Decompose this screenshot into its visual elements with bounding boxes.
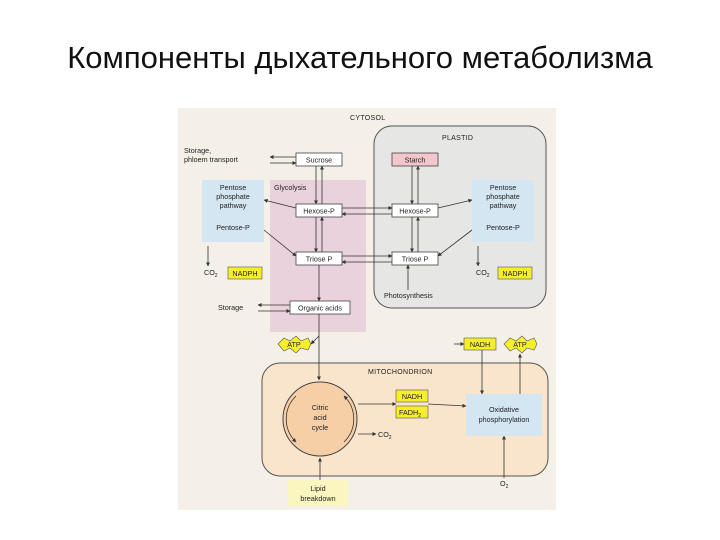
pathway-arrows	[206, 155, 522, 480]
pentose-p-label-cytosol: Pentose-P	[216, 223, 250, 232]
citric-label-2: acid	[313, 413, 326, 422]
arrow-pentose-triose-right	[437, 229, 473, 257]
arrow-nadh-oxidative	[427, 403, 467, 408]
sucrose-box	[295, 152, 343, 167]
lipid-label-1: Lipid	[310, 484, 325, 493]
cycle-arrow-left	[285, 395, 297, 443]
respiratory-metabolism-diagram: CYTOSOL PLASTID MITOCHONDRION Storage, p…	[178, 108, 556, 510]
atp-label-mito: ATP	[513, 340, 527, 349]
fadh2-highlight	[395, 405, 429, 419]
plastid-label: PLASTID	[442, 135, 473, 142]
lipid-label-2: breakdown	[300, 494, 335, 503]
sucrose-label: Sucrose	[306, 156, 332, 165]
co2-label-mito: CO2	[378, 430, 392, 441]
pentose-label-1: Pentose	[220, 183, 246, 192]
nadph-highlight-plastid	[497, 266, 533, 280]
citric-label-1: Citric	[312, 403, 329, 412]
pentose-pathway-box-plastid	[472, 180, 534, 242]
citric-label-3: cycle	[312, 423, 328, 432]
co2-label-cytosol: CO2	[204, 268, 218, 279]
pentose-pathway-box-cytosol	[202, 180, 264, 242]
slide-title: Компоненты дыхательного метаболизма	[67, 40, 653, 75]
triose-p-label-plastid: Triose P	[402, 255, 429, 264]
nadh-label-cytosol: NADH	[470, 340, 490, 349]
lipid-breakdown-box	[288, 480, 348, 506]
triose-p-box-plastid	[391, 251, 439, 266]
co2-label-plastid: CO2	[476, 268, 490, 279]
oxidative-label-1: Oxidative	[489, 405, 519, 414]
photosynthesis-label: Photosynthesis	[384, 291, 433, 300]
hexose-p-box-cytosol	[295, 203, 343, 218]
oxidative-label-2: phosphorylation	[479, 415, 530, 424]
glycolysis-label: Glycolysis	[274, 183, 307, 192]
hexose-p-box-plastid	[391, 203, 439, 218]
starch-box	[391, 152, 439, 167]
oxidative-phosphorylation-box	[466, 394, 542, 436]
fadh2-label: FADH2	[399, 408, 421, 419]
cytosol-label: CYTOSOL	[350, 115, 385, 122]
hexose-p-label-plastid: Hexose-P	[399, 207, 431, 216]
nadh-highlight-mito	[395, 389, 429, 403]
nadh-label-mito: NADH	[402, 392, 422, 401]
pentose-label-2: phosphate	[216, 192, 250, 201]
plastid-pentose-label-2: phosphate	[486, 192, 520, 201]
plastid-pentose-label-1: Pentose	[490, 183, 516, 192]
arrow-hexose-pentose-left	[263, 198, 297, 209]
storage-label: Storage	[218, 303, 243, 312]
pentose-p-label-plastid: Pentose-P	[486, 223, 520, 232]
triose-p-label-cytosol: Triose P	[306, 255, 333, 264]
arrow-pentose-triose-left	[263, 229, 297, 257]
organic-acids-label: Organic acids	[298, 304, 342, 313]
storage-phloem-label-1: Storage,	[184, 146, 211, 155]
nadph-label-plastid: NADPH	[502, 269, 527, 278]
o2-label: O2	[500, 479, 509, 490]
pentose-label-3: pathway	[220, 201, 247, 210]
nadph-highlight-cytosol	[227, 266, 263, 280]
citric-acid-cycle-circle	[282, 381, 358, 457]
nadph-label-cytosol: NADPH	[232, 269, 257, 278]
storage-phloem-label-2: phloem transport	[184, 155, 238, 164]
starch-label: Starch	[405, 156, 426, 165]
atp-label-cytosol: ATP	[287, 340, 301, 349]
mitochondrion-label: MITOCHONDRION	[368, 369, 432, 376]
arrow-hexose-pentose-right	[437, 198, 473, 209]
atp-burst-mito	[503, 335, 538, 354]
hexose-p-label-cytosol: Hexose-P	[303, 207, 335, 216]
plastid-pentose-label-3: pathway	[490, 201, 517, 210]
cycle-arrow-right	[343, 395, 355, 443]
arrow-to-atp-left	[310, 335, 320, 345]
